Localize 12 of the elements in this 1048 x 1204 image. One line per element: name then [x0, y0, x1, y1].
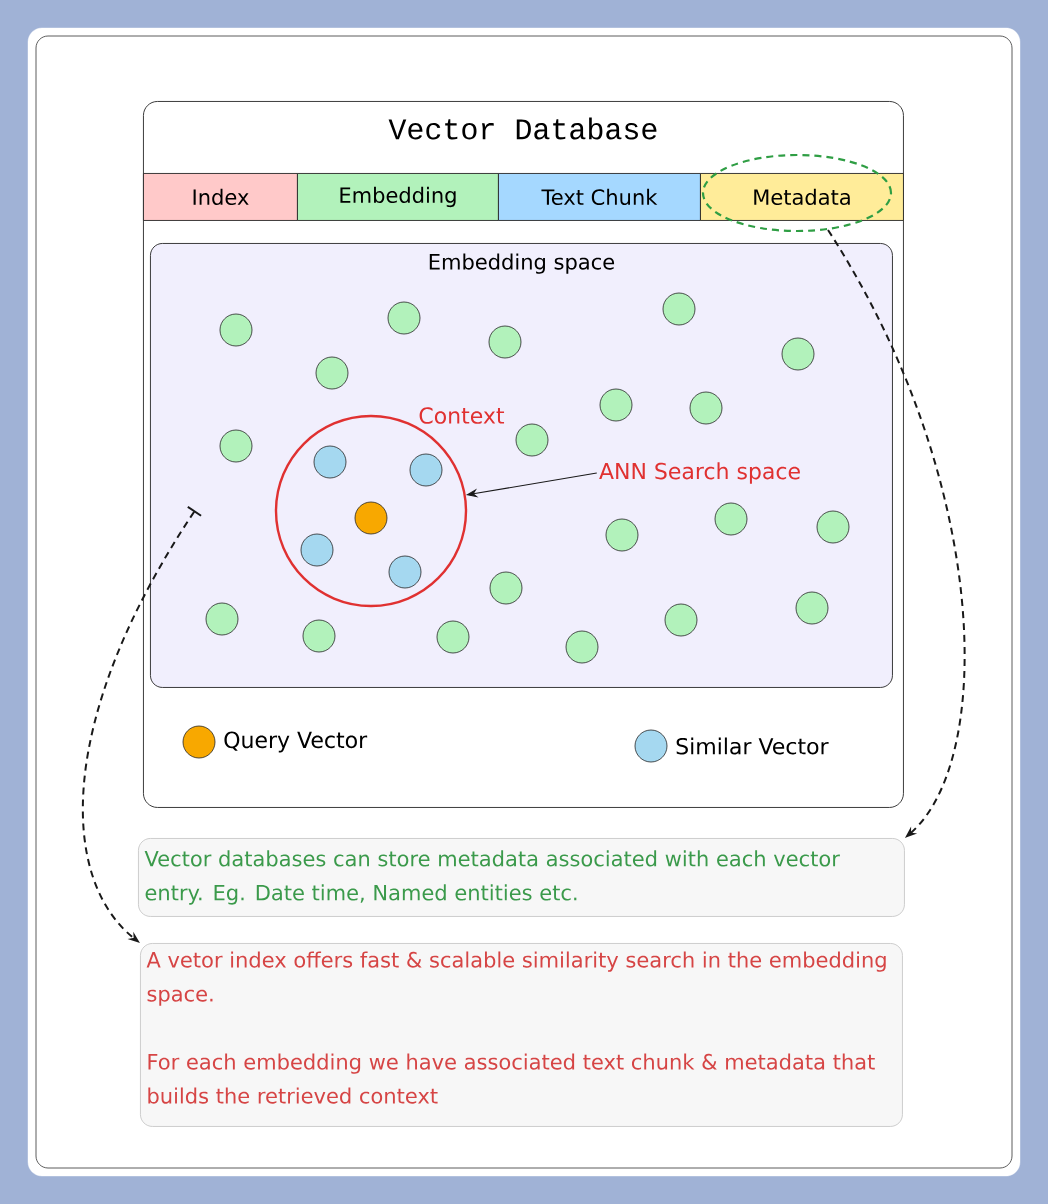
- field-cell: Embedding: [297, 173, 499, 221]
- field-cell: Text Chunk: [498, 173, 701, 221]
- arrow: [827, 228, 966, 838]
- arrow: [81, 505, 203, 943]
- legend-label: Similar Vector: [676, 737, 829, 755]
- annotation-text: ANN Search space: [599, 462, 800, 484]
- dashed-ellipse: [701, 153, 893, 233]
- field-cell: Index: [143, 173, 298, 221]
- note-box: Vector databases can store metadata associated with each vector entry. Eg. Date time, Named entities etc.: [138, 838, 905, 917]
- legend-label: Query Vector: [224, 731, 368, 753]
- note-box: A vetor index offers fast & scalable similarity search in the embedding space. For each embedding we have associated text chunk & metadata that builds the retrieved context: [140, 943, 903, 1127]
- field-cell: Metadata: [700, 173, 904, 221]
